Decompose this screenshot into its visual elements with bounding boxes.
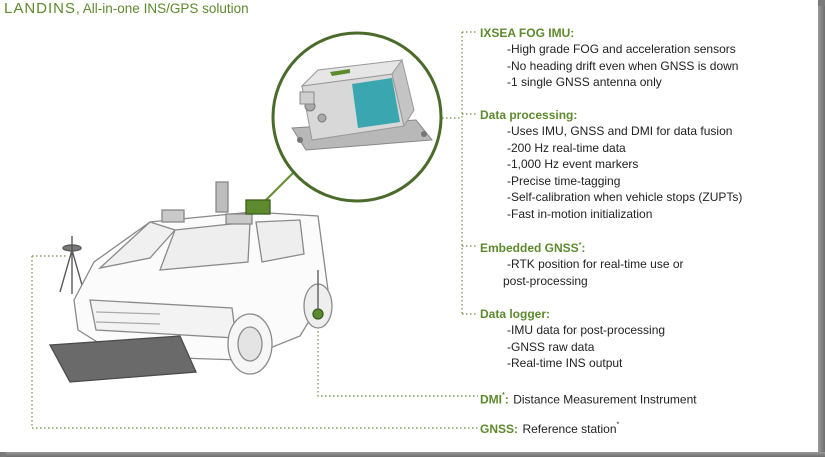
logger-item: -GNSS raw data <box>507 339 595 354</box>
drop-shadow-right <box>818 6 825 457</box>
section-data-processing: Data processing: -Uses IMU, GNSS and DMI… <box>480 107 742 222</box>
section-data-logger: Data logger: -IMU data for post-processi… <box>480 306 665 372</box>
title-subtitle: , All-in-one INS/GPS solution <box>76 1 249 16</box>
gnss-ref-footnote-mark: * <box>616 421 620 429</box>
dmi-heading: DMI <box>480 392 502 407</box>
embedded-gnss-item: post-processing <box>503 273 588 288</box>
imu-item: -1 single GNSS antenna only <box>507 75 662 89</box>
gnss-ref-description: Reference station <box>522 422 617 436</box>
brand-name: LANDINS <box>4 0 77 17</box>
dmi-footnote-mark: * <box>502 392 505 399</box>
embedded-gnss-heading-colon: : <box>581 241 586 255</box>
section-dmi: DMI*: Distance Measurement Instrument <box>480 388 697 408</box>
logger-heading: Data logger: <box>480 307 551 321</box>
embedded-gnss-heading: Embedded GNSS*: <box>480 238 684 256</box>
embedded-gnss-item: -RTK position for real-time use or <box>507 257 684 271</box>
imu-item: -High grade FOG and acceleration sensors <box>507 42 736 56</box>
section-imu: IXSEA FOG IMU: -High grade FOG and accel… <box>480 25 738 91</box>
processing-item: -Uses IMU, GNSS and DMI for data fusion <box>507 124 733 138</box>
vehicle-illustration <box>48 181 333 383</box>
processing-item: -200 Hz real-time data <box>507 140 626 155</box>
section-gnss-reference: GNSS: Reference station* <box>480 420 619 438</box>
imu-heading: IXSEA FOG IMU: <box>480 26 575 40</box>
page-title: LANDINS, All-in-one INS/GPS solution <box>4 0 249 17</box>
processing-item: -Self-calibration when vehicle stops (ZU… <box>507 190 743 204</box>
embedded-gnss-footnote-mark: * <box>578 242 582 249</box>
processing-item: -Fast in-motion initialization <box>507 206 653 221</box>
processing-item: -Precise time-tagging <box>507 173 621 188</box>
gnss-ref-heading: GNSS: <box>480 422 519 436</box>
imu-unit-illustration <box>291 58 433 151</box>
drop-shadow-bottom <box>6 452 825 457</box>
processing-heading: Data processing: <box>480 108 578 122</box>
dmi-description: Distance Measurement Instrument <box>513 392 697 407</box>
imu-magnifier <box>261 31 443 205</box>
section-embedded-gnss: Embedded GNSS*: -RTK position for real-t… <box>480 238 684 289</box>
processing-item: -1,000 Hz event markers <box>507 157 639 171</box>
logger-item: -IMU data for post-processing <box>507 323 666 337</box>
reference-station-tripod <box>59 236 85 294</box>
dmi-heading-colon: : <box>504 392 509 407</box>
embedded-gnss-heading-text: Embedded GNSS <box>480 241 579 255</box>
logger-item: -Real-time INS output <box>507 356 623 370</box>
imu-item: -No heading drift even when GNSS is down <box>507 58 739 73</box>
